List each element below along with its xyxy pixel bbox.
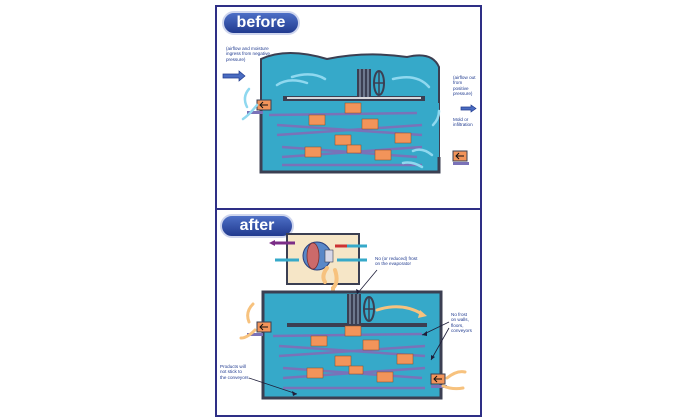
after-evaporator <box>347 294 361 324</box>
after-note-frost-evaporator: No (or reduced) frost on the evaporator <box>375 256 418 267</box>
dehumidifier-outlet-arrow <box>269 240 275 246</box>
after-badge: after <box>220 214 294 238</box>
before-right-vent <box>452 150 469 165</box>
after-dry-air-duct <box>321 266 339 304</box>
before-outflow-arrow <box>460 104 477 113</box>
before-air-arrows <box>241 73 441 169</box>
before-fan-icon <box>373 70 385 96</box>
after-note-products: Products will not stick to the conveyors <box>220 364 249 380</box>
after-fan-icon <box>363 296 375 322</box>
after-warm-air-arrows <box>239 302 467 391</box>
after-diagram <box>239 233 467 400</box>
after-left-vent <box>247 321 272 336</box>
before-inflow-arrow <box>222 70 246 82</box>
before-note-airflow-out: (airflow out from positive pressure) <box>453 75 476 97</box>
before-note-airflow-in: (airflow and moisture ingress from negat… <box>226 46 270 62</box>
after-cartons <box>306 325 414 383</box>
after-note-frost-walls: No frost on walls, floors, conveyors <box>451 312 472 334</box>
before-room-wall <box>259 102 441 174</box>
after-panel: after <box>215 210 482 417</box>
after-right-vent <box>430 373 447 388</box>
after-ceiling-bar <box>287 323 427 327</box>
before-evaporator <box>357 69 371 97</box>
before-panel: before <box>215 5 482 210</box>
dehumidifier-air-arrows <box>275 241 367 262</box>
before-note-mold: Mold or infiltration <box>453 117 473 128</box>
before-diagram <box>222 52 477 174</box>
before-badge: before <box>222 11 300 35</box>
before-cartons <box>304 102 412 161</box>
